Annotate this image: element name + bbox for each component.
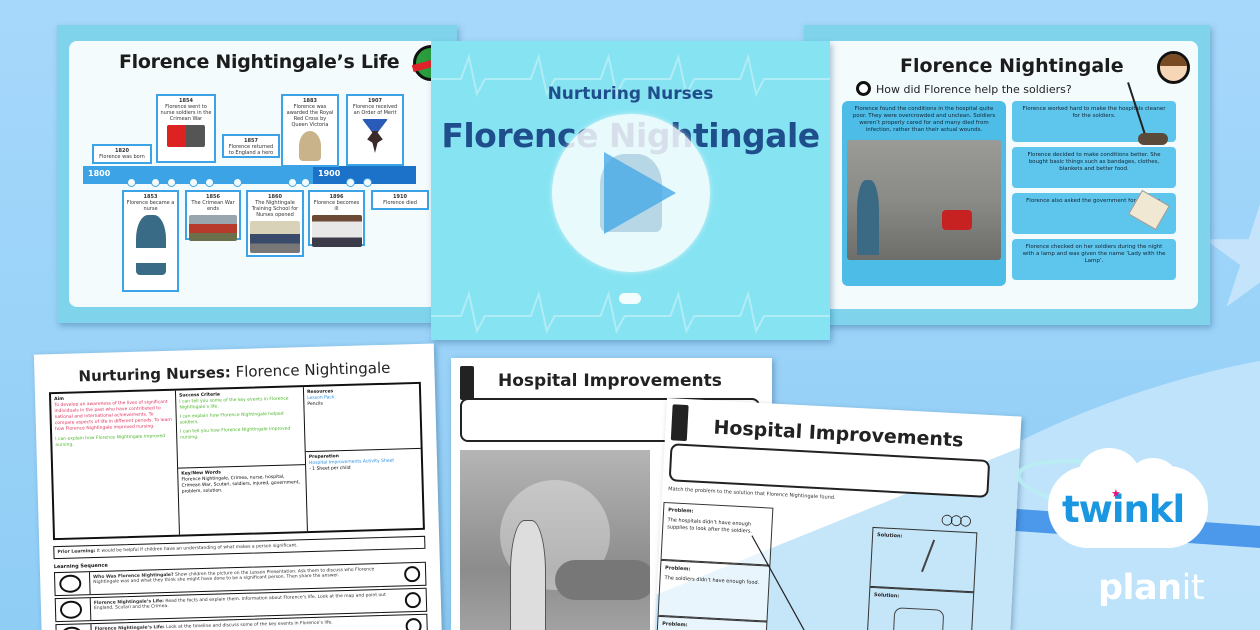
crimean-war-image bbox=[189, 215, 237, 241]
timeline-dot bbox=[127, 178, 136, 187]
slide-timeline-body: Florence Nightingale’s Life 1800 1900 18… bbox=[69, 41, 449, 307]
aim-cell: Aim To develop an awareness of the lives… bbox=[51, 390, 180, 539]
differentiation-icon bbox=[405, 617, 422, 630]
timeline-bar: 1800 1900 bbox=[83, 166, 416, 187]
training-school-image bbox=[250, 221, 300, 253]
slide-help-question: How did Florence help the soldiers? bbox=[876, 83, 1072, 96]
differentiation-icon bbox=[403, 565, 421, 583]
planit-logo: planit bbox=[1098, 568, 1205, 608]
keywords-cell: Key/New Words Florence Nightingale, Crim… bbox=[181, 470, 300, 495]
differentiation-icon bbox=[404, 591, 422, 609]
timeline-dot bbox=[301, 178, 310, 187]
slide-help-title: Florence Nightingale bbox=[900, 55, 1124, 77]
ecg-line-top bbox=[431, 53, 830, 97]
slide-video-thumbnail[interactable]: Nurturing Nurses Florence Nightingale bbox=[431, 41, 830, 340]
criteria-keywords-column: Success Criteria I can tell you some of … bbox=[175, 387, 308, 535]
ecg-line-bottom bbox=[431, 290, 830, 334]
success-criteria-cell: Success Criteria I can tell you some of … bbox=[175, 387, 306, 469]
mop-head-icon bbox=[1138, 133, 1168, 145]
sequence-activity-icon bbox=[59, 574, 82, 594]
timeline-dot bbox=[288, 178, 297, 187]
timeline-event: 1883 Florence was awarded the Royal Red … bbox=[281, 94, 339, 167]
video-subtitle: Nurturing Nurses bbox=[547, 84, 714, 104]
soldier-image bbox=[167, 125, 205, 147]
florence-lamp-image bbox=[135, 215, 166, 275]
timeline-event: 1853 Florence became a nurse bbox=[122, 190, 179, 292]
timeline-dot bbox=[151, 178, 160, 187]
matching-line bbox=[751, 535, 848, 630]
timeline-event: 1907 Florence received an Order of Merit bbox=[346, 94, 404, 166]
timeline-dot bbox=[167, 178, 176, 187]
resources-cell: Resources Lesson Pack Pencils bbox=[303, 383, 421, 453]
resources-prep-column: Resources Lesson Pack Pencils Preparatio… bbox=[303, 383, 423, 531]
twinkl-small-logo-icon bbox=[619, 293, 641, 304]
help-fact-box: Florence decided to make conditions bett… bbox=[1012, 147, 1176, 188]
lesson-plan-title: Nurturing Nurses: Florence Nightingale bbox=[78, 358, 391, 386]
timeline-bar-1900-segment bbox=[313, 166, 416, 184]
worksheet-title: Hospital Improvements bbox=[498, 371, 722, 391]
three-star-difficulty-icon bbox=[460, 366, 474, 400]
help-fact-box: Florence checked on her soldiers during … bbox=[1012, 239, 1176, 280]
child-face-icon bbox=[1157, 51, 1190, 84]
timeline-end-label: 1900 bbox=[318, 169, 341, 178]
logo-cloud bbox=[1048, 448, 1208, 548]
timeline-dot bbox=[189, 178, 198, 187]
timeline-dot bbox=[233, 178, 242, 187]
question-icon bbox=[856, 81, 871, 96]
queen-victoria-image bbox=[299, 131, 321, 161]
timeline-dot bbox=[205, 178, 214, 187]
timeline-event: 1910 Florence died bbox=[371, 190, 429, 210]
timeline-event: 1860 The Nightingale Training School for… bbox=[246, 190, 304, 257]
timeline-event: 1854 Florence went to nurse soldiers in … bbox=[156, 94, 216, 163]
timeline-dot bbox=[346, 178, 355, 187]
hospital-ward-greyscale-image bbox=[460, 450, 650, 630]
slide-help-soldiers-thumbnail[interactable]: Florence Nightingale How did Florence he… bbox=[804, 25, 1210, 325]
timeline-event: 1896 Florence becomes ill bbox=[308, 190, 365, 247]
sequence-activity-icon bbox=[60, 626, 83, 630]
play-button[interactable] bbox=[552, 114, 710, 272]
timeline-event: 1820 Florence was born bbox=[92, 144, 152, 164]
timeline-dot bbox=[363, 178, 372, 187]
hospital-ward-image bbox=[847, 140, 1001, 260]
timeline-start-label: 1800 bbox=[88, 169, 111, 178]
twinkl-logo: twinkl bbox=[1062, 488, 1185, 531]
slide-help-body: Florence Nightingale How did Florence he… bbox=[816, 41, 1198, 309]
conditions-panel: Florence found the conditions in the hos… bbox=[842, 101, 1006, 286]
logo-star-icon: ★ bbox=[1111, 487, 1121, 500]
slide-timeline-title: Florence Nightingale’s Life bbox=[119, 51, 400, 73]
timeline-event: 1856 The Crimean War ends bbox=[185, 190, 241, 241]
play-icon bbox=[604, 152, 676, 234]
lesson-plan-document[interactable]: Nurturing Nurses: Florence Nightingale A… bbox=[33, 343, 443, 630]
preparation-cell: Preparation Hospital Improvements Activi… bbox=[306, 449, 422, 476]
order-of-merit-medal-image bbox=[362, 119, 388, 153]
sequence-activity-icon bbox=[59, 600, 83, 620]
florence-ill-image bbox=[312, 215, 362, 247]
worksheet-hospital-improvements-1star[interactable]: Hospital Improvements ○○○ Match the prob… bbox=[651, 398, 1022, 630]
timeline-event: 1857 Florence returned to England a hero bbox=[222, 134, 280, 158]
slide-timeline-thumbnail[interactable]: Florence Nightingale’s Life 1800 1900 18… bbox=[57, 25, 457, 323]
lesson-plan-table: Aim To develop an awareness of the lives… bbox=[48, 381, 425, 541]
